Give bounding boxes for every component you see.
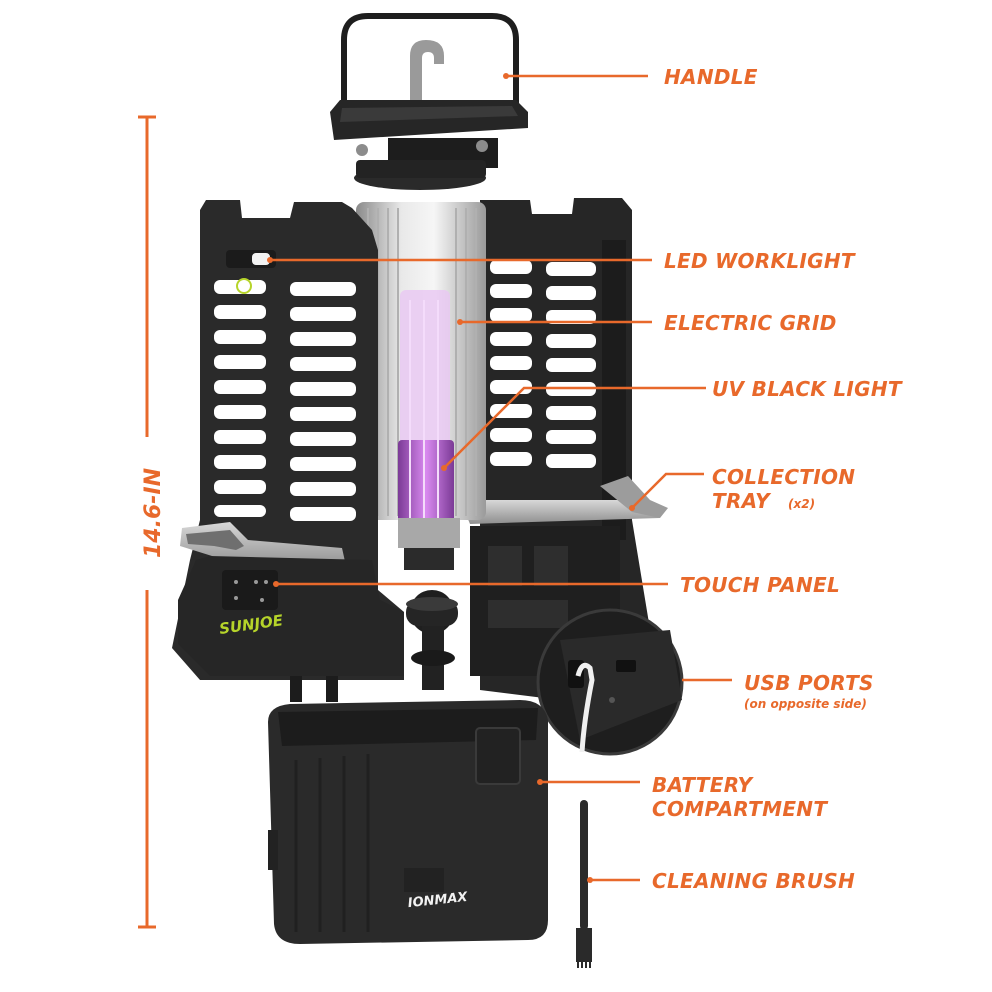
label-usb-ports: USB PORTS	[744, 671, 874, 695]
left-housing: SUNJOE	[172, 200, 404, 702]
label-collection-tray-line1: COLLECTION	[712, 465, 855, 489]
leader-collection-tray	[631, 472, 704, 509]
label-battery-line2: COMPARTMENT	[652, 797, 828, 821]
label-battery-line1: BATTERY	[652, 773, 755, 797]
leader-uv-black-light	[443, 386, 706, 469]
battery-brand-text: IONMAX	[407, 890, 469, 911]
label-electric-grid: ELECTRIC GRID	[664, 311, 837, 335]
height-dimension: 14.6-IN	[138, 115, 166, 929]
battery-compartment-body: IONMAX	[268, 700, 548, 944]
label-cleaning-brush: CLEANING BRUSH	[652, 869, 855, 893]
touch-panel-area	[222, 570, 278, 610]
logo-icon	[236, 278, 252, 294]
label-led-worklight: LED WORKLIGHT	[664, 249, 856, 273]
usb-port-a	[616, 660, 636, 672]
handle-assembly	[330, 13, 528, 190]
label-collection-tray-line2: TRAY	[712, 489, 772, 513]
label-touch-panel: TOUCH PANEL	[680, 573, 840, 597]
leader-lines	[267, 73, 732, 883]
usb-cable	[575, 662, 595, 753]
cleaning-brush-illustration	[576, 800, 592, 968]
right-housing	[460, 198, 668, 700]
callout-labels: HANDLE LED WORKLIGHT ELECTRIC GRID UV BL…	[652, 65, 903, 893]
label-handle: HANDLE	[664, 65, 758, 89]
label-uv-black-light: UV BLACK LIGHT	[712, 377, 903, 401]
label-usb-ports-note: (on opposite side)	[744, 697, 867, 711]
height-label: 14.6-IN	[141, 468, 166, 558]
label-collection-tray-note: (x2)	[788, 497, 815, 511]
usb-inset	[536, 608, 684, 756]
led-worklight-lens	[252, 253, 270, 265]
uv-light-bulb	[398, 440, 454, 522]
